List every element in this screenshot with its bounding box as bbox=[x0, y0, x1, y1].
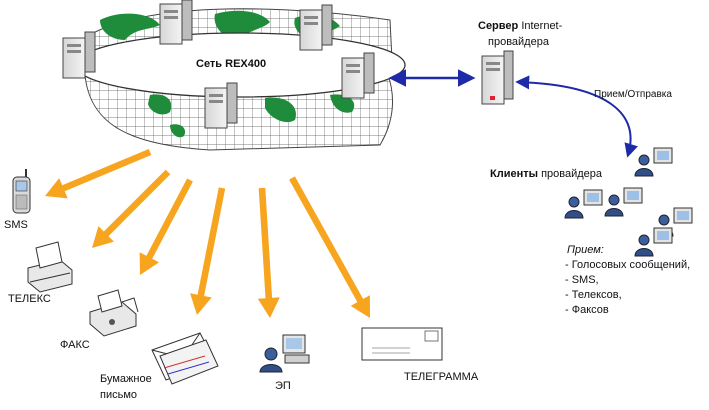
client-user-icon bbox=[604, 187, 643, 217]
user-computer-icon bbox=[259, 334, 310, 373]
network-server-icon bbox=[159, 0, 193, 45]
exchange-arrow bbox=[515, 75, 638, 158]
server-label-line2: провайдера bbox=[488, 36, 549, 48]
letter-label-line2: письмо bbox=[100, 389, 138, 401]
arrow-to-telex bbox=[92, 169, 171, 248]
network-server-icon bbox=[62, 31, 96, 79]
server-label-bold: Сервер bbox=[478, 20, 519, 32]
arrow-to-ep bbox=[257, 187, 280, 318]
network-server-icon bbox=[341, 52, 375, 99]
clients-label-text: провайдера bbox=[541, 168, 603, 180]
telegram-label: ТЕЛЕГРАММА bbox=[404, 371, 479, 383]
ep-label: ЭП bbox=[275, 380, 291, 392]
isp-server-icon bbox=[481, 50, 514, 105]
arrow-to-sms bbox=[45, 149, 152, 199]
network-server-icon bbox=[299, 4, 333, 51]
client-user-icon bbox=[634, 227, 673, 257]
arrow-to-letter bbox=[190, 187, 226, 315]
arrow-to-fax bbox=[139, 178, 193, 275]
telegram-envelope-icon bbox=[361, 327, 443, 361]
client-user-icon bbox=[634, 147, 673, 177]
server-label-text: Internet- bbox=[521, 20, 563, 32]
sms-label: SMS bbox=[4, 219, 28, 231]
receive-title: Прием: bbox=[567, 244, 604, 256]
letter-label-line1: Бумажное bbox=[100, 373, 152, 385]
clients-label-bold: Клиенты bbox=[490, 168, 539, 180]
server-label-line1: Сервер Internet- bbox=[478, 20, 562, 33]
arrow-to-telegram bbox=[289, 176, 370, 318]
clients-label: Клиенты провайдера bbox=[490, 168, 602, 181]
client-computers bbox=[564, 147, 693, 257]
receive-item: - Факсов bbox=[565, 304, 609, 316]
delivery-arrows bbox=[45, 149, 370, 318]
telex-label: ТЕЛЕКС bbox=[8, 293, 51, 305]
mobile-phone-icon bbox=[12, 169, 31, 214]
paper-letter-icon bbox=[151, 332, 219, 385]
network-server-icon bbox=[204, 82, 238, 129]
receive-item: - Телексов, bbox=[565, 289, 622, 301]
fax-label: ФАКС bbox=[60, 339, 90, 351]
network-label: Сеть REX400 bbox=[196, 58, 267, 70]
client-user-icon bbox=[564, 189, 603, 219]
telex-machine-icon bbox=[27, 241, 73, 293]
exchange-label: Прием/Отправка bbox=[594, 89, 672, 100]
fax-machine-icon bbox=[89, 289, 139, 337]
receive-item: - SMS, bbox=[565, 274, 599, 286]
receive-item: - Голосовых сообщений, bbox=[565, 259, 691, 271]
